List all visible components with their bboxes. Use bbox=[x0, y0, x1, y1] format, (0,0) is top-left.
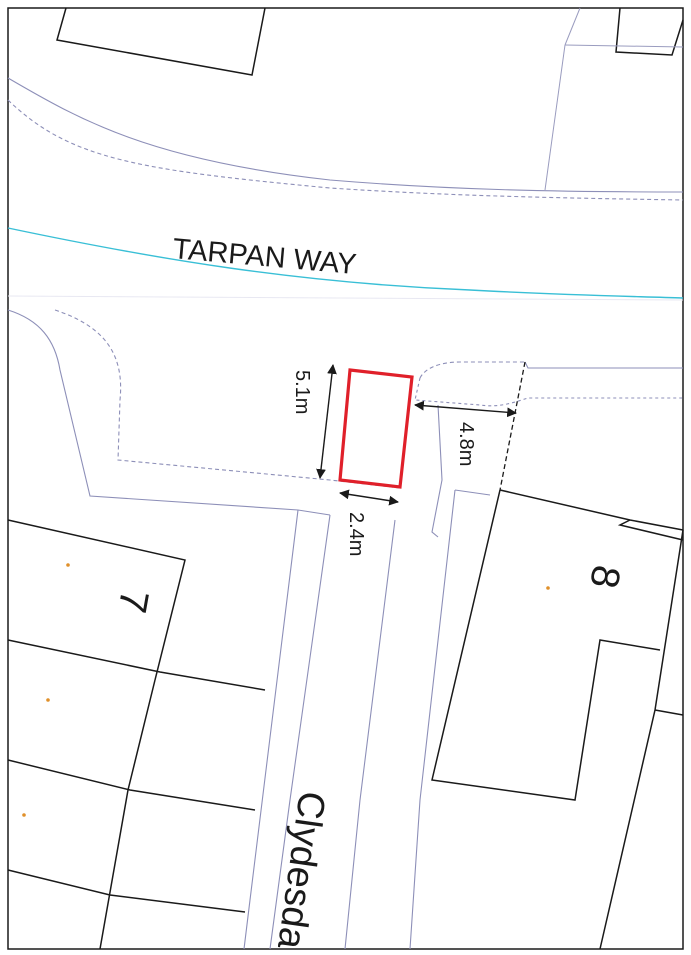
dimension-label-depth: 5.1m bbox=[291, 370, 313, 414]
dimension-label-width: 2.4m bbox=[345, 512, 367, 556]
depth-dimension-arrow bbox=[316, 364, 337, 479]
street-label-tarpan-way: TARPAN WAY bbox=[171, 233, 357, 281]
left-plots bbox=[7, 519, 266, 950]
plot-markers bbox=[22, 563, 550, 817]
top-plot-lines bbox=[544, 7, 684, 191]
south-kerbs bbox=[7, 309, 683, 538]
right-plot bbox=[431, 489, 684, 950]
top-left-building bbox=[56, 7, 266, 76]
tarpan-way-north-kerbs bbox=[7, 77, 684, 201]
plot-boundary-dashed bbox=[499, 361, 526, 491]
tarpan-way-south-edge bbox=[7, 295, 684, 301]
width-dimension-arrow bbox=[339, 489, 399, 506]
offset-dimension-arrow bbox=[414, 400, 517, 418]
clydesdale-road-edges bbox=[243, 489, 456, 950]
tarpan-way-centre-line bbox=[7, 227, 684, 299]
dimension-label-offset: 4.8m bbox=[455, 422, 477, 466]
proposed-site-boundary bbox=[338, 368, 414, 489]
map-frame bbox=[7, 7, 684, 950]
house-number-8: 8 bbox=[581, 562, 628, 592]
house-number-7: 7 bbox=[109, 587, 156, 617]
street-label-clydesdale: Clydesda bbox=[269, 789, 333, 953]
top-right-building bbox=[615, 7, 684, 56]
